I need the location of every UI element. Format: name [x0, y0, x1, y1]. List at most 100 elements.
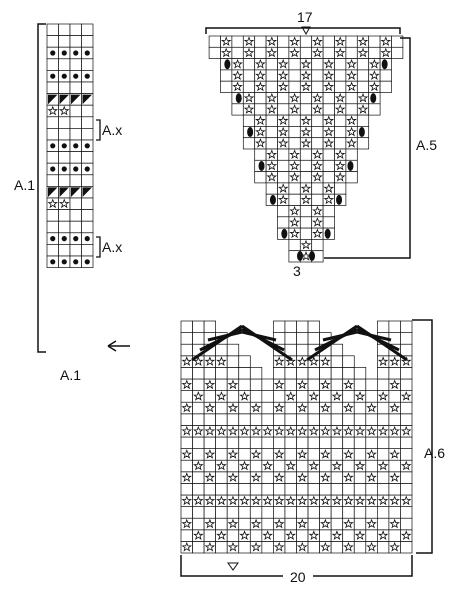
grid-cell	[231, 35, 244, 48]
grid-cell	[81, 220, 94, 234]
grid-cell	[46, 174, 59, 187]
grid-cell	[388, 413, 401, 426]
grid-cell	[203, 436, 217, 449]
grid-cell	[46, 209, 59, 222]
grid-cell	[46, 128, 59, 141]
grid-cell	[69, 128, 82, 141]
grid-cell	[46, 244, 59, 257]
grid-cell	[180, 367, 193, 380]
grid-cell	[365, 436, 378, 449]
chart-a1-bottom-label: A.1	[60, 367, 81, 383]
chart-a5-top-count: 17	[297, 9, 313, 25]
grid-cell	[249, 367, 263, 380]
grid-cell	[242, 58, 256, 71]
bobble-symbol	[281, 228, 288, 239]
decrease-symbol	[82, 94, 92, 105]
grid-cell	[353, 413, 367, 426]
grid-cell	[265, 137, 278, 150]
grid-cell	[261, 378, 274, 391]
grid-cell	[356, 114, 370, 127]
grid-cell	[81, 58, 94, 71]
grid-cell	[81, 174, 94, 187]
grid-cell	[231, 103, 244, 116]
grid-cell	[330, 506, 344, 519]
grid-cell	[81, 197, 94, 210]
grid-cell	[356, 137, 370, 150]
grid-cell	[296, 436, 309, 449]
grid-cell	[58, 244, 71, 257]
grid-cell	[377, 483, 390, 496]
grid-cell	[353, 448, 367, 461]
chart-a5-side-bracket	[324, 37, 411, 259]
grid-cell	[277, 205, 290, 218]
grid-cell	[265, 182, 278, 195]
grid-cell	[311, 58, 324, 71]
grid-cell	[330, 378, 344, 391]
grid-cell	[69, 35, 82, 48]
grid-cell	[400, 436, 413, 449]
grid-cell	[284, 343, 297, 357]
grid-cell	[226, 506, 240, 519]
grid-cell	[284, 483, 297, 496]
cable-slant-left	[207, 330, 243, 342]
grid-cell	[203, 506, 217, 519]
purl-dot	[84, 259, 90, 265]
grid-cell	[238, 436, 251, 449]
bobble-symbol	[336, 194, 343, 205]
grid-cell	[69, 116, 82, 129]
grid-cell	[261, 541, 274, 554]
grid-cell	[180, 390, 193, 403]
grid-cell	[81, 23, 94, 36]
grid-cell	[226, 367, 240, 380]
grid-cell	[342, 355, 355, 368]
grid-cell	[353, 517, 367, 531]
purl-dot	[50, 73, 56, 79]
grid-cell	[342, 459, 355, 473]
grid-cell	[180, 320, 193, 333]
ax-label-1: A.x	[102, 122, 122, 138]
grid-cell	[249, 483, 263, 496]
grid-cell	[330, 343, 344, 357]
grid-cell	[307, 448, 320, 461]
grid-cell	[288, 182, 301, 195]
grid-cell	[254, 46, 267, 59]
grid-cell	[299, 103, 313, 116]
grid-cell	[192, 541, 205, 554]
grid-cell	[377, 413, 390, 426]
grid-cell	[319, 483, 332, 496]
grid-cell	[388, 529, 401, 542]
grid-cell	[342, 413, 355, 426]
grid-cell	[311, 193, 324, 206]
grid-cell	[69, 58, 82, 71]
grid-cell	[307, 378, 320, 391]
purl-dot	[61, 166, 67, 172]
grid-cell	[322, 205, 335, 218]
grid-cell	[215, 483, 228, 496]
grid-cell	[277, 103, 290, 116]
grid-cell	[265, 58, 278, 71]
grid-cell	[299, 205, 313, 218]
grid-cell	[277, 92, 290, 105]
chart-a6-bottom-count: 20	[290, 569, 306, 585]
grid-cell	[400, 378, 413, 391]
decrease-symbol	[71, 187, 81, 197]
grid-cell	[311, 239, 324, 252]
grid-cell	[203, 367, 217, 380]
grid-cell	[356, 58, 370, 71]
grid-cell	[220, 69, 233, 82]
grid-cell	[215, 517, 228, 531]
grid-cell	[284, 436, 297, 449]
grid-cell	[58, 58, 71, 71]
grid-cell	[192, 483, 205, 496]
grid-cell	[81, 81, 94, 94]
grid-cell	[215, 448, 228, 461]
grid-cell	[330, 413, 344, 426]
ax-label-2: A.x	[102, 239, 122, 255]
grid-cell	[400, 506, 413, 519]
grid-cell	[379, 69, 392, 82]
chart-a5-label: A.5	[416, 137, 437, 153]
grid-cell	[365, 506, 378, 519]
grid-cell	[277, 216, 290, 229]
grid-cell	[69, 209, 82, 222]
grid-cell	[299, 46, 313, 59]
